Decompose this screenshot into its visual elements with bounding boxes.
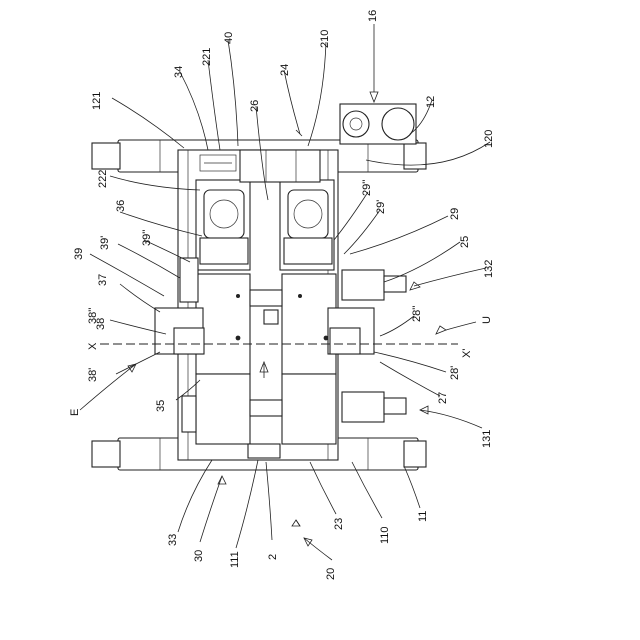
label-29p: 29' (375, 200, 387, 214)
label-40: 40 (223, 32, 235, 44)
label-23: 23 (333, 518, 345, 530)
label-37: 37 (97, 274, 109, 286)
label-28p: 28' (449, 366, 461, 380)
label-20: 20 (325, 568, 337, 580)
label-39: 39 (73, 248, 85, 260)
label-U: U (481, 316, 493, 324)
label-27: 27 (437, 392, 449, 404)
label-33: 33 (167, 534, 179, 546)
label-34: 34 (173, 66, 185, 78)
label-29: 29 (449, 208, 461, 220)
label-222: 222 (97, 170, 109, 188)
label-X: X (87, 342, 99, 350)
label-120: 120 (483, 130, 495, 148)
label-16: 16 (367, 10, 379, 22)
label-26: 26 (249, 100, 261, 112)
label-121: 121 (91, 92, 103, 110)
label-38p: 38' (87, 368, 99, 382)
label-39p: 39' (99, 236, 111, 250)
label-28pp: 28'' (411, 306, 423, 322)
label-210: 210 (319, 30, 331, 48)
machine-body (92, 104, 426, 470)
label-39pp: 39'' (141, 230, 153, 246)
label-24: 24 (279, 64, 291, 76)
label-11: 11 (417, 511, 429, 522)
label-35: 35 (155, 400, 167, 412)
label-30: 30 (193, 550, 205, 562)
label-25: 25 (459, 236, 471, 248)
label-221: 221 (201, 48, 213, 66)
label-E: E (69, 409, 81, 416)
label-29pp: 29'' (361, 180, 373, 196)
label-Xp: X' (461, 349, 473, 358)
label-132: 132 (483, 260, 495, 278)
label-110: 110 (379, 526, 391, 544)
label-12: 12 (425, 96, 437, 108)
label-36: 36 (115, 200, 127, 212)
label-2: 2 (267, 554, 279, 560)
label-111: 111 (229, 551, 241, 568)
label-131: 131 (481, 430, 493, 448)
label-38: 38 (95, 318, 107, 330)
